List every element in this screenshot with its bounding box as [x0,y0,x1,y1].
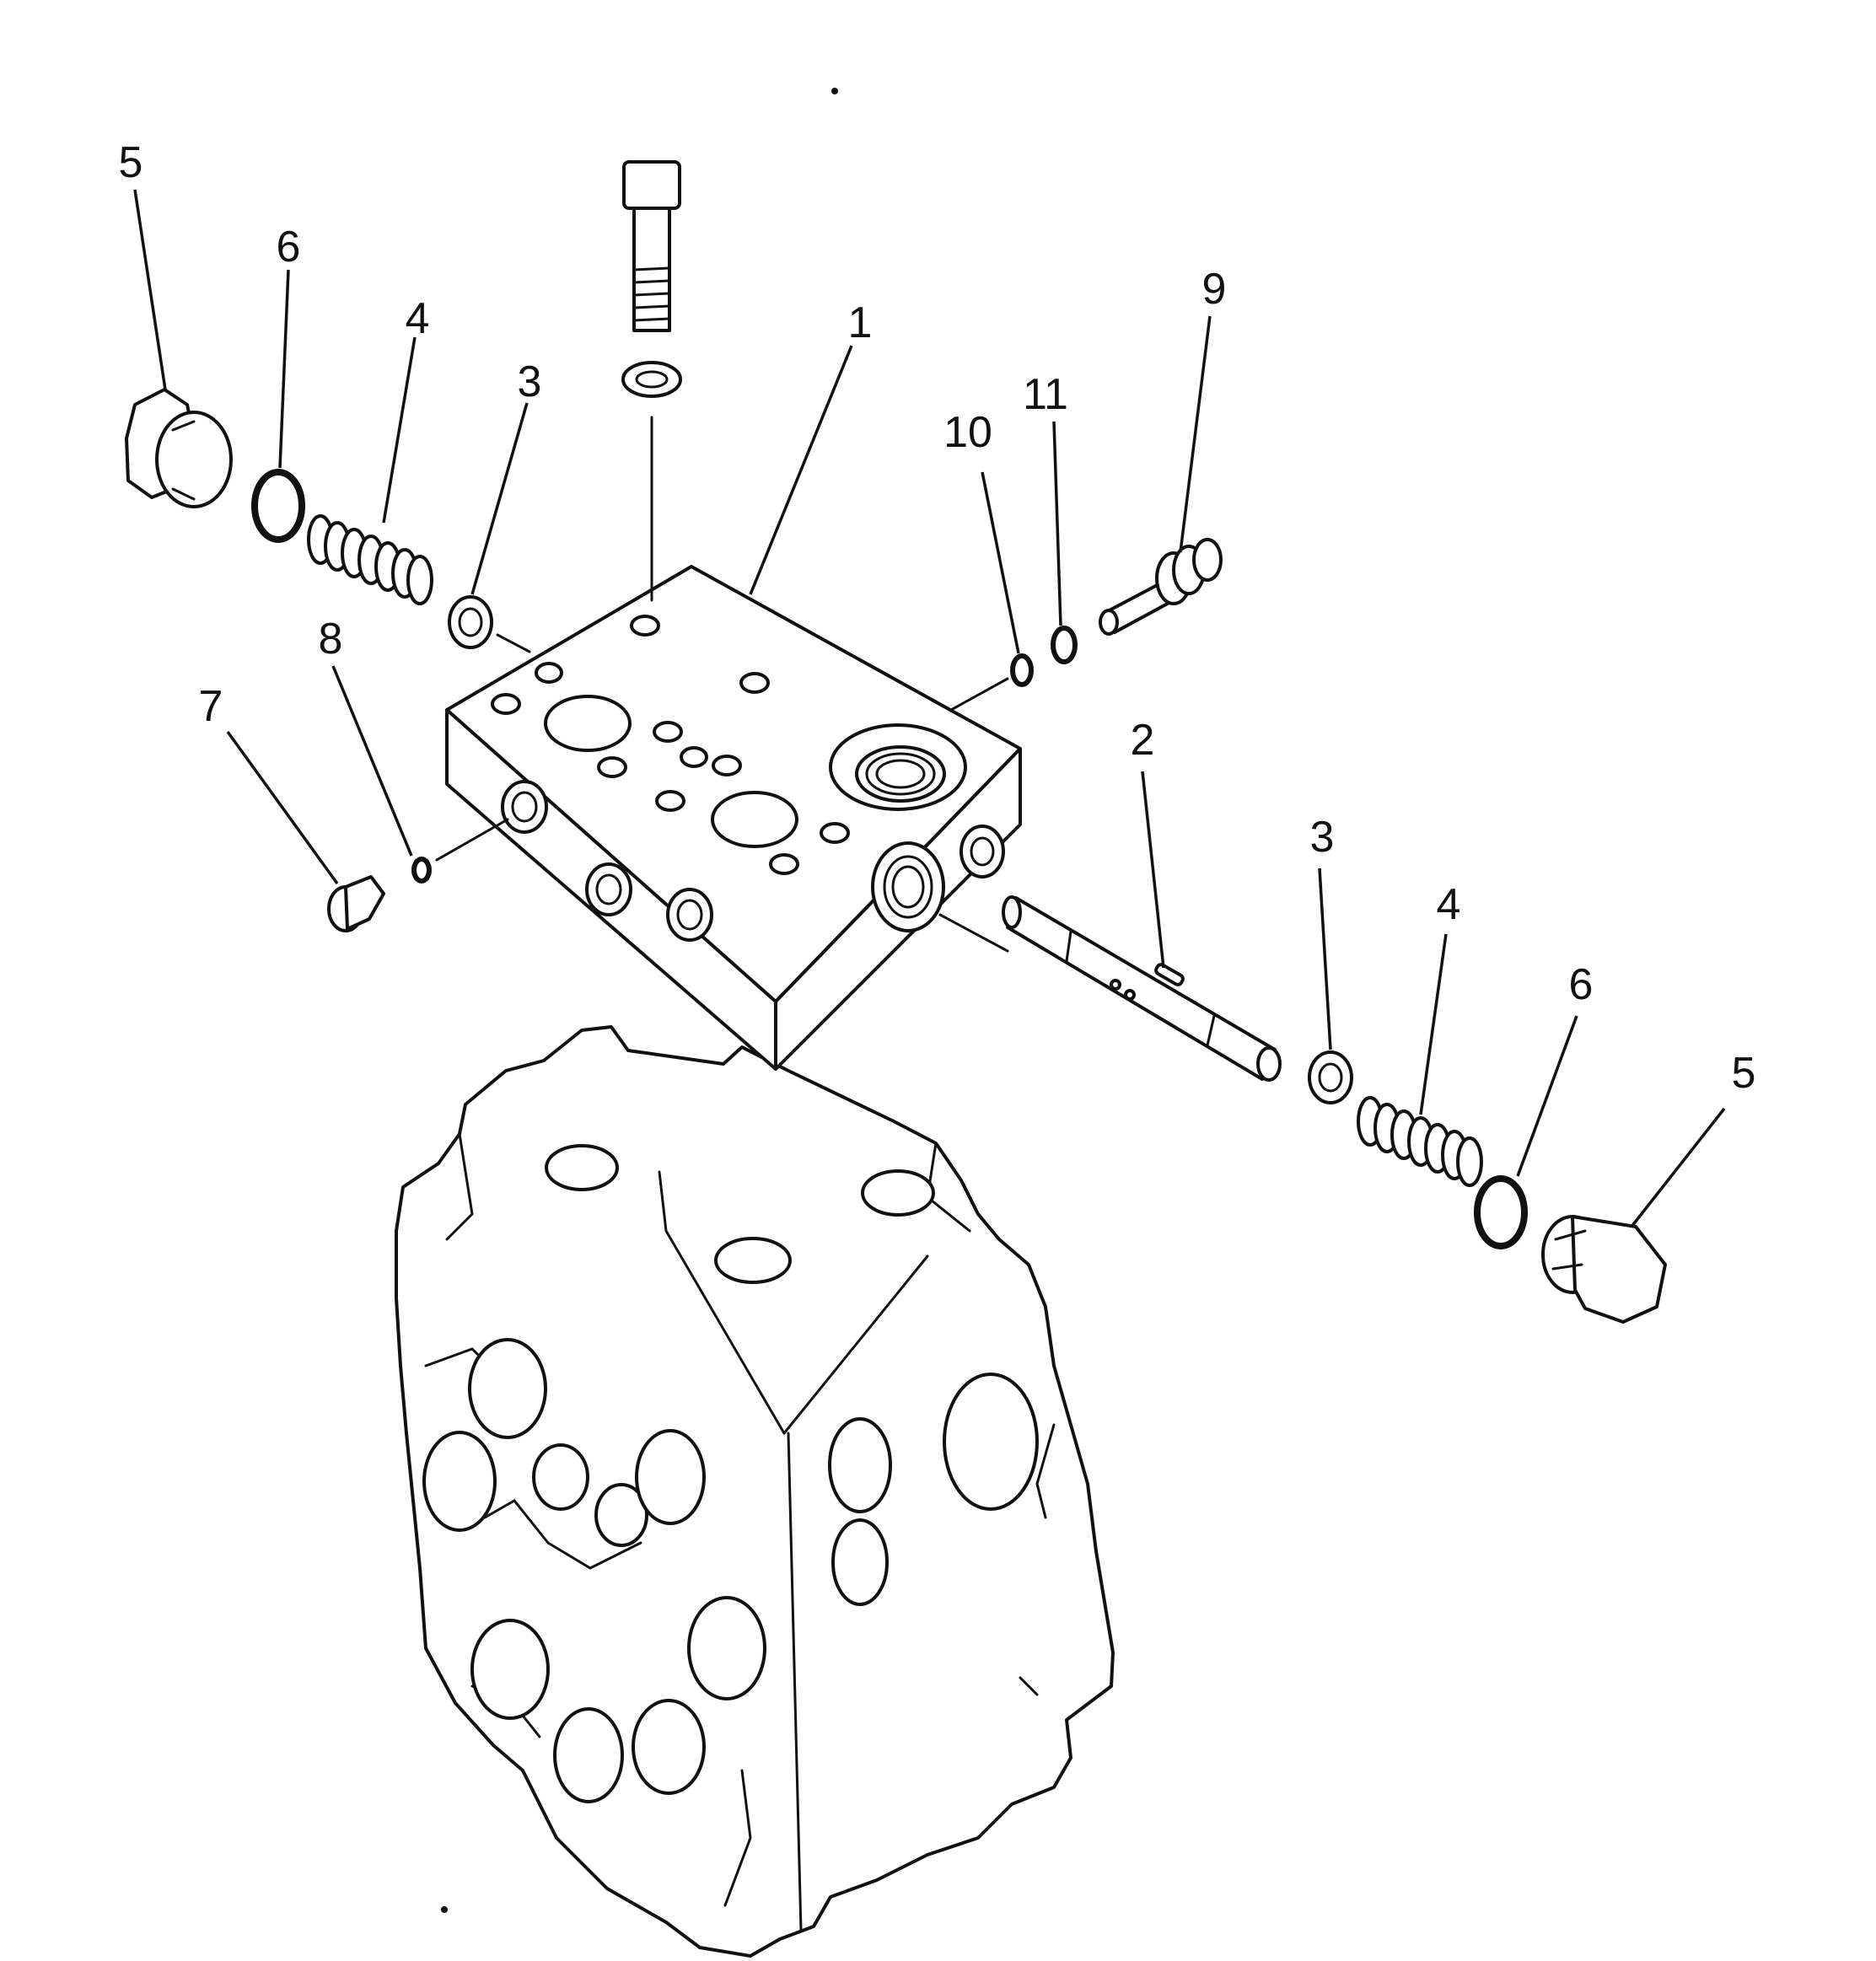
scan-speck [441,1906,448,1913]
callout-4-upper-left: 4 [406,294,430,343]
callout-4-lower-right: 4 [1437,880,1461,929]
callout-3-upper-left: 3 [518,357,542,406]
plug-axis-line [435,818,509,862]
bolt [622,160,681,332]
o-ring-11 [1051,626,1078,664]
plug-lower-right [1541,1215,1667,1324]
callout-8: 8 [319,615,343,664]
plug-upper-left [125,388,233,508]
plug-small-left [327,875,385,932]
callout-1: 1 [848,298,873,347]
spring-axis-line [496,633,531,653]
callout-3-lower-right: 3 [1310,813,1335,862]
callout-11: 11 [1023,370,1068,419]
callout-5-upper-left: 5 [119,138,143,187]
spring-lower-right [1357,1096,1483,1187]
scan-speck [831,88,838,94]
valve-block [445,565,1022,1071]
callout-9: 9 [1202,265,1227,314]
callout-2: 2 [1131,716,1155,765]
o-ring-small-left [411,857,432,884]
valve-body-housing [395,1025,1115,1958]
o-ring-10 [1010,653,1034,687]
callout-6-lower-right: 6 [1569,960,1594,1009]
orifice-axis-line [949,677,1009,712]
callout-10: 10 [943,408,992,457]
callout-labels: 5 6 4 3 1 10 11 9 8 7 2 3 4 6 5 [119,138,1756,1098]
spring-upper-left [307,514,433,605]
callout-7: 7 [199,682,223,731]
spool [1002,895,1282,1082]
spring-seat-upper-left [448,595,493,649]
spool-axis-line [938,913,1009,953]
leader-lines [133,189,1726,1228]
orifice-plug [1099,538,1223,636]
o-ring-upper-left [251,469,305,543]
spring-seat-lower-right [1308,1050,1353,1104]
callout-6-upper-left: 6 [277,223,301,271]
o-ring-lower-right [1474,1175,1528,1249]
spring-washer [621,361,682,398]
callout-5-lower-right: 5 [1732,1049,1756,1098]
